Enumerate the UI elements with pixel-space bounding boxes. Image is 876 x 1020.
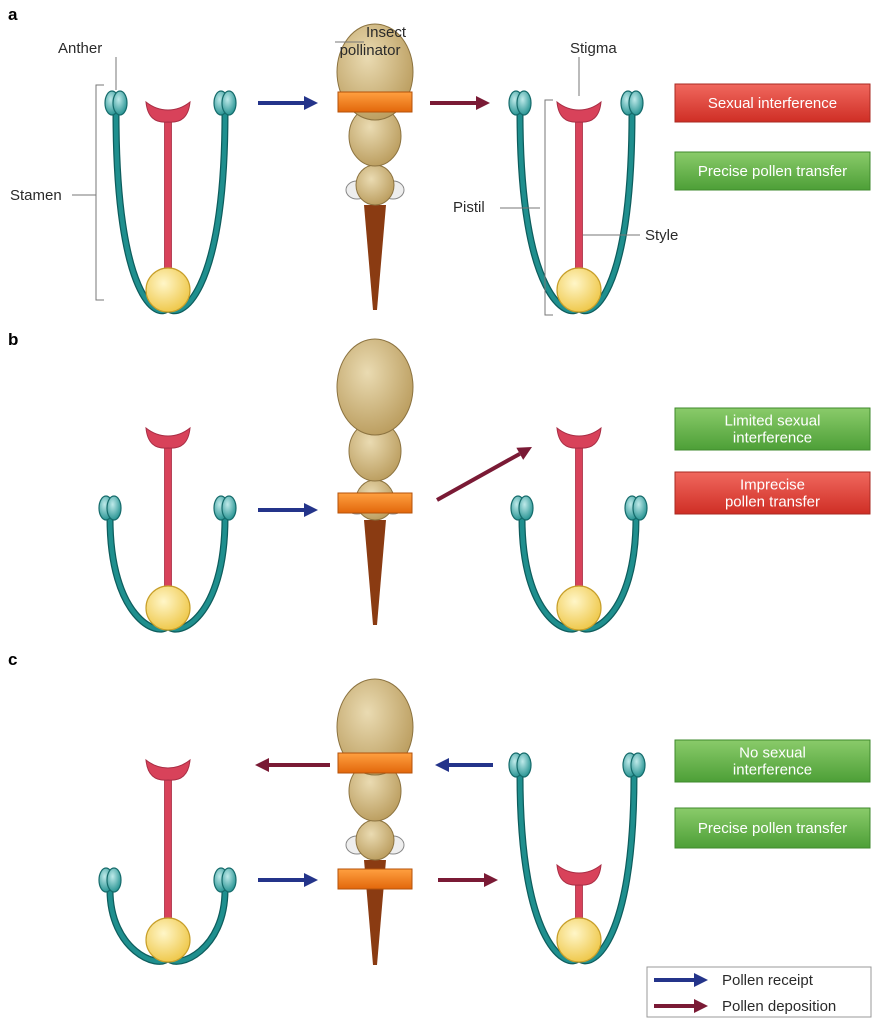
label-insect-pollinator: pollinator: [340, 42, 401, 59]
outcome-text: Limited sexual: [725, 413, 821, 430]
pollen-receipt-arrow: [435, 758, 493, 772]
anther-icon: [214, 868, 236, 892]
head: [356, 820, 394, 860]
anther-lobe: [107, 868, 121, 892]
ovary-icon: [557, 268, 601, 312]
outcome-box: Precise pollen transfer: [675, 808, 870, 848]
label-style: Style: [645, 227, 678, 244]
outcome-box: Precise pollen transfer: [675, 152, 870, 190]
panel-letter-a: a: [8, 5, 18, 24]
stigma-icon: [557, 102, 601, 122]
stigma-icon: [146, 102, 190, 122]
legend-label-deposition: Pollen deposition: [722, 998, 836, 1015]
stigma-icon: [146, 760, 190, 780]
pollen-receipt-arrow: [258, 503, 318, 517]
label-anther: Anther: [58, 40, 102, 57]
stigma-icon: [557, 428, 601, 448]
head: [356, 165, 394, 205]
arrow-head: [484, 873, 498, 887]
ovary-icon: [146, 268, 190, 312]
style-stalk: [576, 114, 583, 290]
stigma-icon: [557, 865, 601, 885]
style-stalk: [165, 772, 172, 940]
stigma-icon: [146, 428, 190, 448]
anther-lobe: [631, 753, 645, 777]
outcome-text: interference: [733, 430, 812, 447]
outcome-text: Precise pollen transfer: [698, 163, 847, 180]
anther-lobe: [222, 496, 236, 520]
arrow-head: [304, 503, 318, 517]
anther-lobe: [633, 496, 647, 520]
pollen-deposition-arrow: [430, 96, 490, 110]
anther-icon: [511, 496, 533, 520]
anther-icon: [214, 496, 236, 520]
outcome-box: Sexual interference: [675, 84, 870, 122]
outcome-text: Sexual interference: [708, 95, 837, 112]
outcome-text: Precise pollen transfer: [698, 820, 847, 837]
anther-icon: [105, 91, 127, 115]
legend-label-receipt: Pollen receipt: [722, 972, 814, 989]
anther-icon: [509, 91, 531, 115]
arrow-head: [304, 96, 318, 110]
anther-lobe: [517, 91, 531, 115]
label-insect-pollinator: Insect: [366, 24, 407, 41]
anther-icon: [214, 91, 236, 115]
anther-icon: [623, 753, 645, 777]
pollen-deposition-arrow: [438, 873, 498, 887]
anther-icon: [509, 753, 531, 777]
anther-lobe: [629, 91, 643, 115]
ovary-icon: [146, 918, 190, 962]
pollen-band: [338, 869, 412, 889]
outcome-text: pollen transfer: [725, 494, 820, 511]
style-stalk: [165, 114, 172, 290]
outcome-text: No sexual: [739, 745, 806, 762]
anther-lobe: [519, 496, 533, 520]
arrow-head: [476, 96, 490, 110]
pollen-deposition-arrow: [255, 758, 330, 772]
ovary-icon: [557, 918, 601, 962]
pollen-receipt-arrow: [258, 873, 318, 887]
label-pistil: Pistil: [453, 199, 485, 216]
outcome-text: Imprecise: [740, 477, 805, 494]
anther-lobe: [222, 91, 236, 115]
anther-lobe: [222, 868, 236, 892]
arrow-head: [435, 758, 449, 772]
anther-icon: [99, 868, 121, 892]
anther-icon: [99, 496, 121, 520]
insect-pollinator-icon: [337, 679, 413, 965]
anther-lobe: [107, 496, 121, 520]
pollen-band: [338, 753, 412, 773]
abdomen: [337, 339, 413, 435]
insect-pollinator-icon: [337, 24, 413, 310]
panel-letter-c: c: [8, 650, 17, 669]
pollen-receipt-arrow: [258, 96, 318, 110]
anther-lobe: [517, 753, 531, 777]
ovary-icon: [557, 586, 601, 630]
insect-pollinator-icon: [337, 339, 413, 625]
label-stigma: Stigma: [570, 40, 617, 57]
anther-icon: [625, 496, 647, 520]
proboscis: [364, 520, 386, 625]
outcome-text: interference: [733, 762, 812, 779]
stamen-bracket: [96, 85, 104, 300]
panel-letter-b: b: [8, 330, 18, 349]
arrow-head: [304, 873, 318, 887]
pollen-deposition-arrow: [437, 447, 532, 500]
label-stamen: Stamen: [10, 187, 62, 204]
anther-lobe: [113, 91, 127, 115]
ovary-icon: [146, 586, 190, 630]
arrow-head: [255, 758, 269, 772]
pollen-band: [338, 493, 412, 513]
proboscis: [364, 205, 386, 310]
style-stalk: [165, 440, 172, 608]
anther-icon: [621, 91, 643, 115]
pollen-band: [338, 92, 412, 112]
style-stalk: [576, 440, 583, 608]
arrow-shaft: [437, 454, 520, 500]
